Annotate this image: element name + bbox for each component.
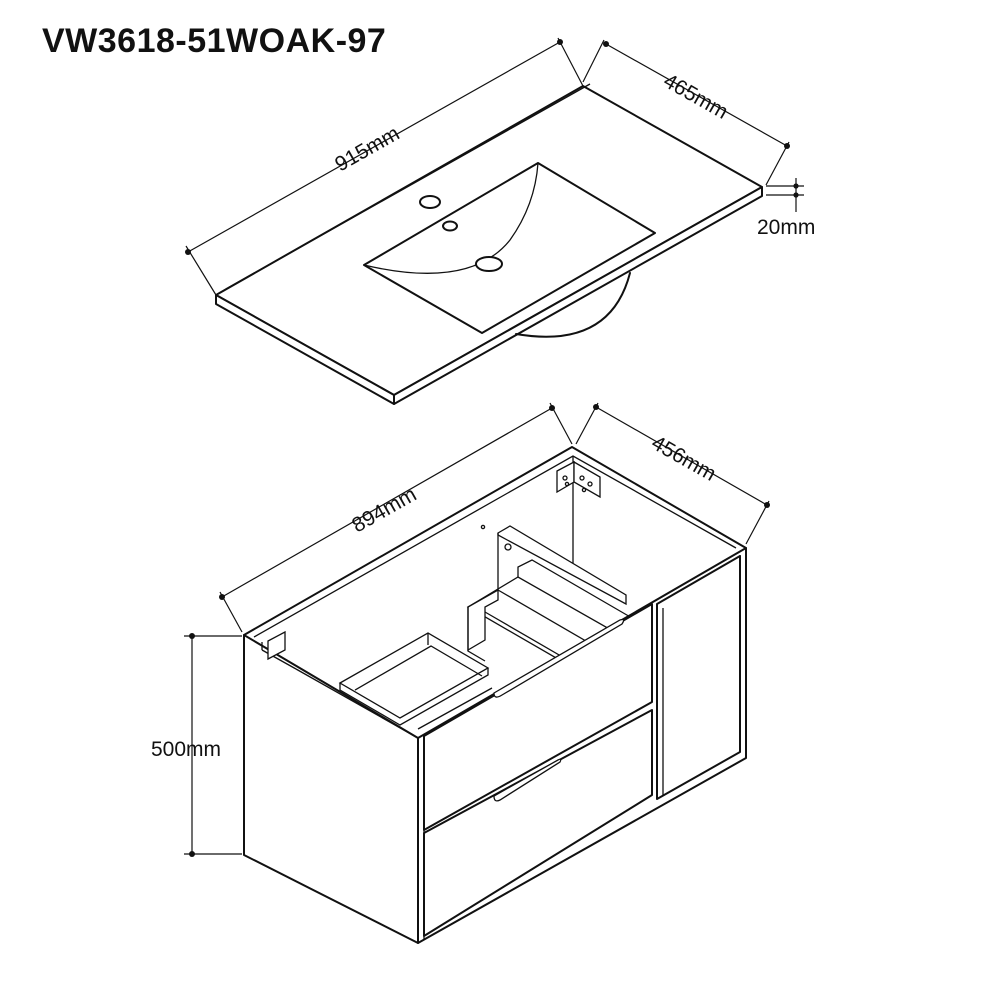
dimension-basin-thickness: 20mm	[757, 178, 815, 239]
corner-bracket-icon	[556, 460, 601, 499]
cabinet-top-rim	[243, 446, 747, 636]
drain-hole-icon	[475, 256, 503, 272]
sink-bowl	[363, 162, 656, 334]
vanity-cabinet	[243, 446, 747, 944]
left-bracket-icon	[267, 630, 286, 661]
top-drawer-handle[interactable]	[493, 618, 625, 698]
basin-thickness-label: 20mm	[757, 216, 815, 239]
cabinet-width-label: 894mm	[348, 483, 420, 538]
model-code-title: VW3618-51WOAK-97	[42, 22, 387, 60]
bottom-drawer-handle[interactable]	[493, 758, 562, 802]
lower-drawer-box	[338, 632, 490, 726]
cabinet-depth-label: 456mm	[648, 431, 720, 486]
basin-top-right-edge	[393, 186, 763, 405]
overflow-hole-icon	[442, 220, 458, 232]
basin-top	[215, 83, 763, 405]
cabinet-door[interactable]	[656, 555, 741, 800]
basin-bowl-underside	[515, 272, 631, 338]
tap-hole-icon	[419, 195, 441, 209]
cabinet-height-label: 500mm	[151, 738, 221, 761]
basin-back-lip	[225, 83, 591, 290]
bottom-drawer-front[interactable]	[423, 709, 653, 937]
basin-depth-label: 465mm	[660, 69, 732, 124]
basin-width-label: 915mm	[331, 122, 403, 177]
dimension-cabinet-height: 500mm	[151, 633, 242, 857]
